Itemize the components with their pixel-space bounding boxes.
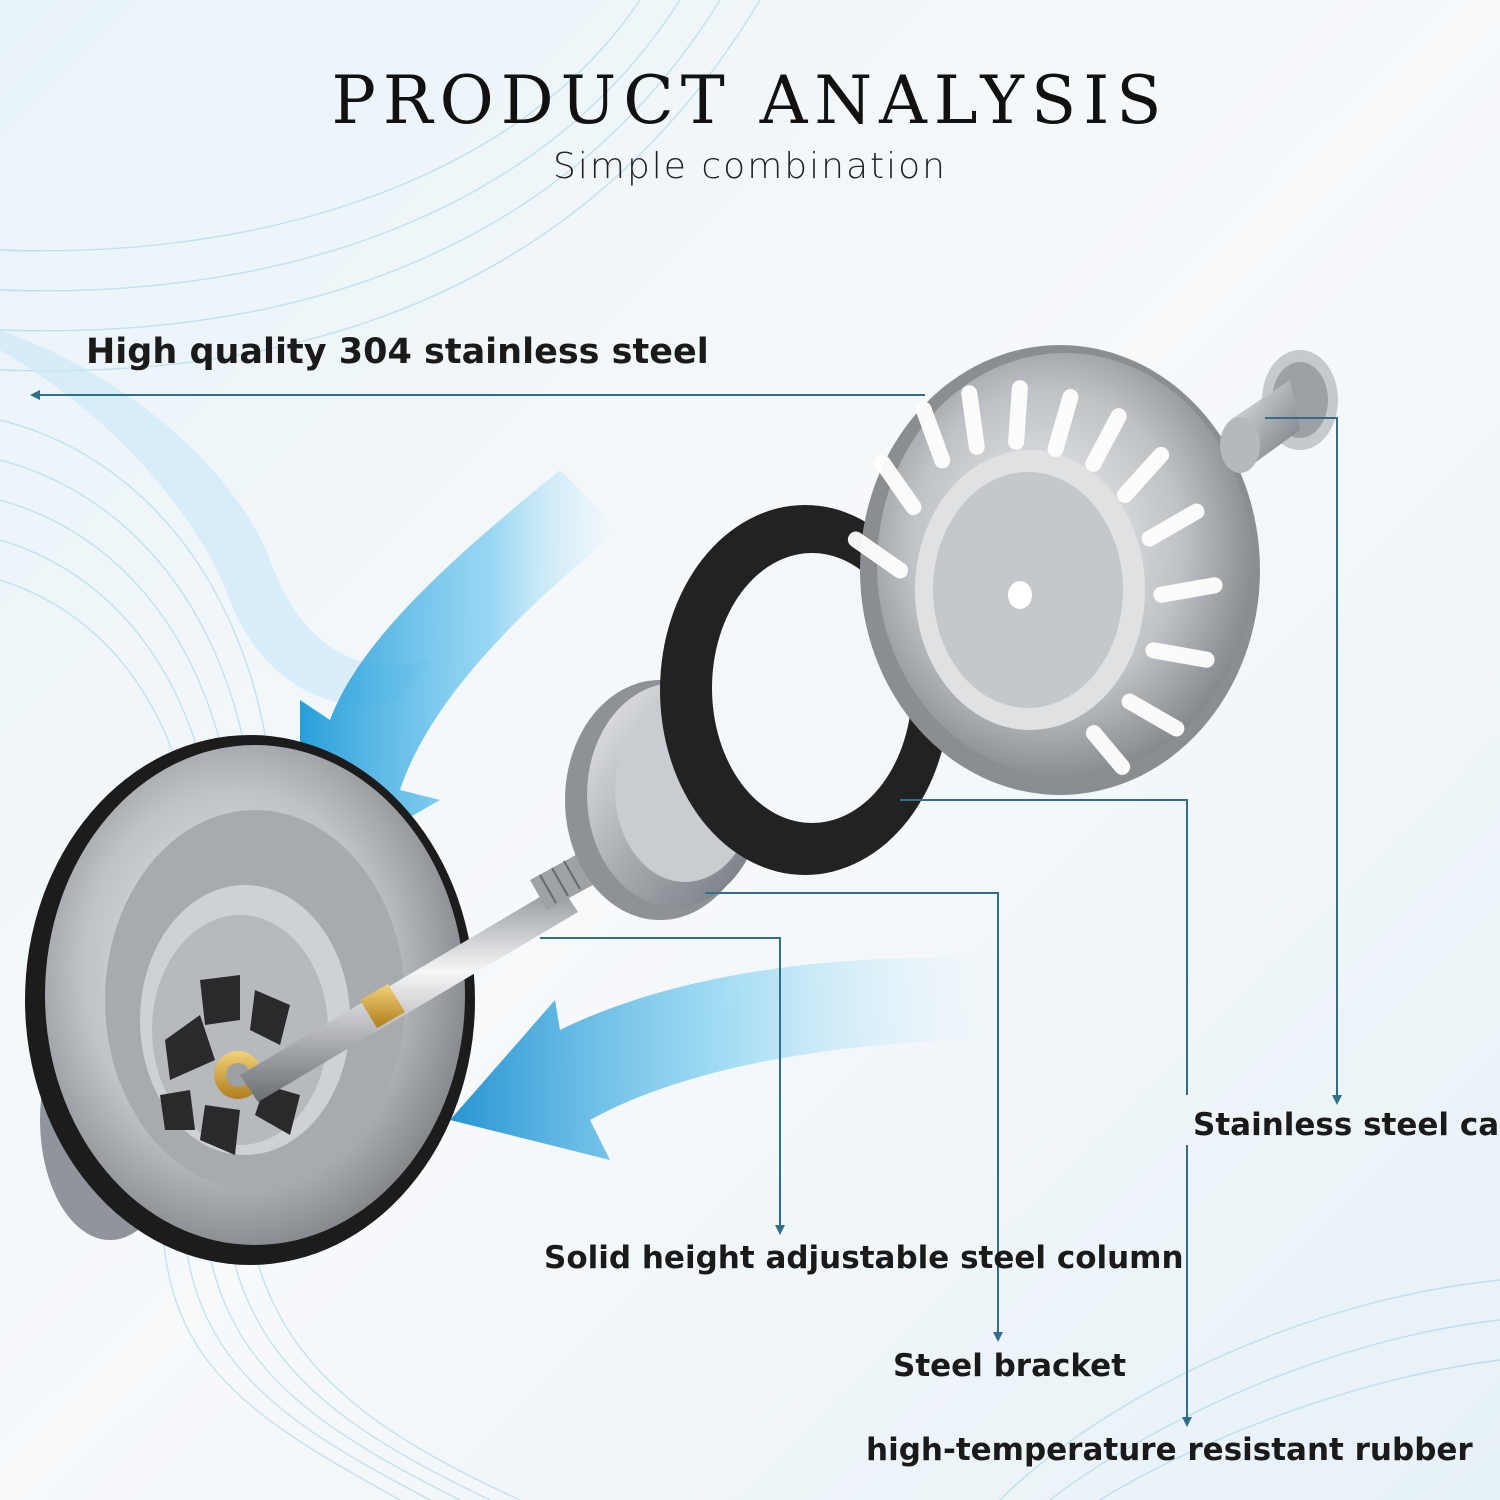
page-subtitle: Simple combination [553,146,947,187]
strainer-basket [847,345,1260,795]
callout-steel: High quality 304 stainless steel [86,332,709,372]
sink-strainer-body [25,735,475,1265]
callout-column: Solid height adjustable steel column [544,1240,1184,1276]
page-title: PRODUCT ANALYSIS [331,62,1169,139]
callout-cap: Stainless steel cap [1193,1107,1500,1143]
callout-rubber: high-temperature resistant rubber [866,1432,1473,1468]
blue-arrow-icon [450,958,1000,1160]
leader-line-cap [1265,417,1342,1105]
leader-line-bracket [705,892,1003,1342]
background-swoosh [0,330,430,706]
leader-line-column [540,937,785,1235]
callout-bracket: Steel bracket [893,1348,1127,1384]
leader-lines [30,390,1342,1427]
blue-arrow-icon [300,470,620,880]
